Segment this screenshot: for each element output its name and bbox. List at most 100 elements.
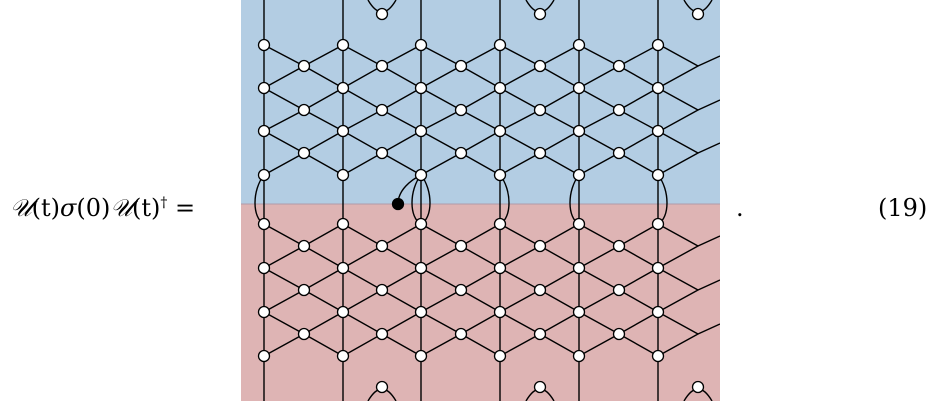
top-gate-node (375, 103, 389, 117)
bottom-gate-node (454, 327, 468, 341)
bottom-gate-node (375, 239, 389, 253)
top-wire-node (336, 81, 350, 95)
top-gate-node (533, 146, 547, 160)
top-wire-node (651, 81, 665, 95)
top-wire-node (572, 168, 586, 182)
boundary-node (533, 380, 547, 394)
top-wire-node (651, 124, 665, 138)
time-arg-2: (t) (131, 194, 161, 222)
sigma-symbol: σ (59, 194, 77, 222)
bottom-wire-node (257, 349, 271, 363)
top-region (241, 0, 720, 204)
top-wire-node (493, 81, 507, 95)
bottom-wire-node (572, 305, 586, 319)
bottom-gate-node (297, 239, 311, 253)
bottom-wire-node (257, 217, 271, 231)
bottom-wire-node (257, 305, 271, 319)
bottom-gate-node (533, 239, 547, 253)
equation-number: (19) (878, 194, 928, 222)
top-wire-node (572, 38, 586, 52)
boundary-node (375, 380, 389, 394)
top-gate-node (297, 59, 311, 73)
bottom-wire-node (572, 349, 586, 363)
zero-arg: (0) (76, 194, 111, 222)
top-wire-node (257, 168, 271, 182)
bottom-wire-node (493, 261, 507, 275)
time-arg: (t) (31, 194, 60, 222)
top-wire-node (572, 81, 586, 95)
bottom-wire-node (493, 217, 507, 231)
bottom-wire-node (414, 217, 428, 231)
boundary-node (691, 380, 705, 394)
top-wire-node (336, 38, 350, 52)
top-wire-node (257, 38, 271, 52)
top-gate-node (454, 59, 468, 73)
top-wire-node (414, 124, 428, 138)
top-gate-node (375, 59, 389, 73)
top-wire-node (336, 168, 350, 182)
kagome-circuit-diagram (241, 0, 720, 401)
bottom-wire-node (336, 217, 350, 231)
top-wire-node (336, 124, 350, 138)
bottom-wire-node (572, 261, 586, 275)
top-wire-node (651, 168, 665, 182)
top-wire-node (493, 38, 507, 52)
top-gate-node (612, 59, 626, 73)
bottom-wire-node (572, 217, 586, 231)
top-wire-node (257, 124, 271, 138)
top-wire-node (493, 168, 507, 182)
bottom-gate-node (297, 283, 311, 297)
top-gate-node (297, 146, 311, 160)
edge-stub (697, 279, 720, 291)
bottom-wire-node (493, 349, 507, 363)
bottom-wire-node (651, 217, 665, 231)
bottom-wire-node (336, 349, 350, 363)
top-gate-node (297, 103, 311, 117)
bottom-gate-node (375, 283, 389, 297)
bottom-gate-node (454, 239, 468, 253)
bottom-gate-node (375, 327, 389, 341)
bottom-region (241, 204, 720, 401)
bottom-gate-node (297, 327, 311, 341)
unitary-symbol-2: 𝒰 (110, 194, 132, 222)
bottom-wire-node (651, 349, 665, 363)
edge-stub (697, 142, 720, 154)
boundary-node (375, 7, 389, 21)
top-gate-node (375, 146, 389, 160)
bottom-gate-node (533, 327, 547, 341)
top-gate-node (533, 103, 547, 117)
edge-stub (697, 99, 720, 111)
bottom-wire-node (257, 261, 271, 275)
dagger-symbol: † (160, 195, 168, 211)
top-wire-node (493, 124, 507, 138)
bottom-gate-node (533, 283, 547, 297)
bottom-wire-node (493, 305, 507, 319)
top-gate-node (533, 59, 547, 73)
equation-lhs: 𝒰(t)σ(0)𝒰(t)† = (10, 186, 238, 230)
top-wire-node (414, 38, 428, 52)
top-gate-node (454, 146, 468, 160)
bottom-wire-node (336, 305, 350, 319)
boundary-node (533, 7, 547, 21)
bottom-wire-node (336, 261, 350, 275)
unitary-symbol: 𝒰 (10, 194, 32, 222)
top-wire-node (414, 168, 428, 182)
top-gate-node (612, 103, 626, 117)
bottom-wire-node (414, 349, 428, 363)
top-wire-node (651, 38, 665, 52)
bottom-gate-node (454, 283, 468, 297)
operator-node (391, 197, 405, 211)
top-wire-node (572, 124, 586, 138)
bottom-wire-node (651, 261, 665, 275)
top-wire-node (414, 81, 428, 95)
bottom-wire-node (414, 305, 428, 319)
bottom-gate-node (612, 283, 626, 297)
bottom-wire-node (651, 305, 665, 319)
top-gate-node (612, 146, 626, 160)
edge-stub (697, 235, 720, 247)
equals-sign: = (167, 194, 196, 222)
bottom-wire-node (414, 261, 428, 275)
edge-stub (697, 323, 720, 335)
top-gate-node (454, 103, 468, 117)
equation-period: . (736, 194, 744, 222)
